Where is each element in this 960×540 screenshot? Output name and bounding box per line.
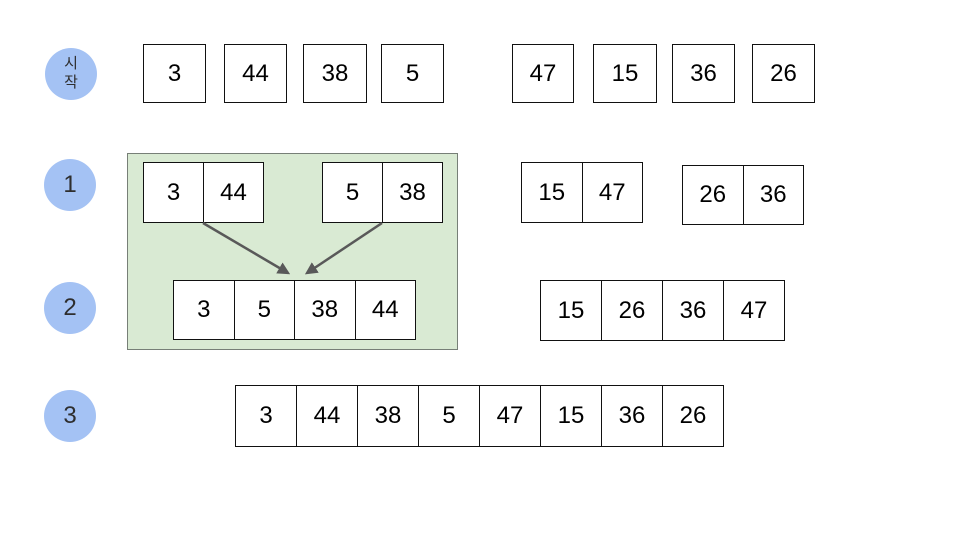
array-cell: 26 (601, 281, 662, 340)
array-cell: 36 (662, 281, 723, 340)
array-cell: 47 (723, 281, 784, 340)
start-box: 5 (381, 44, 444, 103)
array-cell: 3 (197, 296, 211, 323)
array-cell: 44 (354, 281, 416, 339)
array-cell: 38 (382, 163, 442, 222)
array-cell: 38 (294, 281, 355, 339)
start-box: 36 (672, 44, 735, 103)
start-box: 26 (752, 44, 815, 103)
array-cell: 47 (581, 163, 643, 222)
step-label-start: 시작 (45, 48, 97, 100)
array-cell: 3 (259, 402, 273, 429)
start-box: 44 (224, 44, 287, 103)
array-cell: 5 (418, 386, 479, 446)
array-cell: 44 (296, 386, 357, 446)
pair-box: 5 38 (322, 162, 443, 223)
start-box: 38 (303, 44, 367, 103)
pair-box: 26 36 (682, 165, 804, 225)
pair-box: 3 44 (143, 162, 264, 223)
step-label-1: 1 (44, 159, 96, 211)
array-cell: 38 (357, 386, 418, 446)
array-cell: 5 (345, 178, 360, 206)
array-cell: 5 (233, 281, 295, 339)
array-cell: 36 (601, 386, 662, 446)
array-cell: 36 (742, 166, 804, 224)
array-cell: 26 (699, 181, 727, 208)
array-cell: 15 (538, 178, 566, 206)
array-cell: 15 (540, 386, 601, 446)
step-label-start-text: 시작 (64, 55, 78, 91)
array-cell: 44 (203, 163, 263, 222)
start-box: 15 (593, 44, 657, 103)
start-box: 47 (512, 44, 574, 103)
array-cell: 47 (479, 386, 540, 446)
array-cell: 15 (557, 296, 585, 324)
array-cell: 26 (662, 386, 723, 446)
array-cell: 3 (166, 178, 181, 206)
step-label-3: 3 (44, 390, 96, 442)
start-box: 3 (143, 44, 206, 103)
step-label-2: 2 (44, 282, 96, 334)
